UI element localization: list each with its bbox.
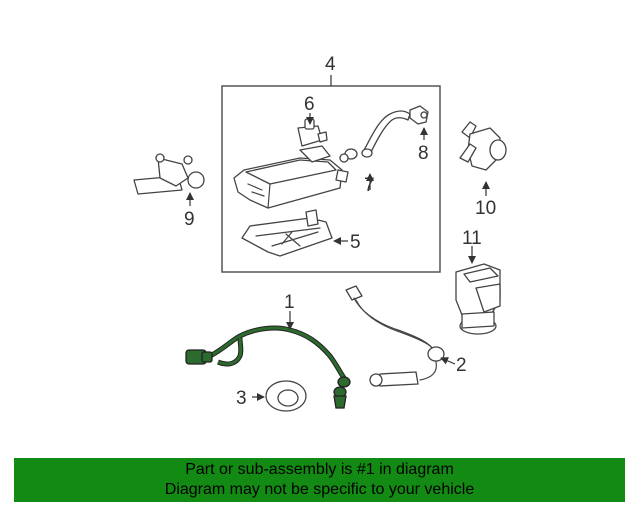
part-10-solenoid[interactable] [459, 121, 507, 171]
callout-2: 2 [456, 355, 467, 376]
callout-10: 10 [475, 198, 496, 219]
part-1-oxygen-sensor[interactable] [185, 325, 351, 409]
banner-line-2: Diagram may not be specific to your vehi… [164, 481, 475, 498]
parts-diagram: 4 6 7 8 5 9 10 11 1 2 3 [133, 54, 507, 412]
part-6-sensor[interactable] [297, 118, 328, 147]
part-8-fitting[interactable] [409, 105, 429, 125]
part-2-sensor[interactable] [345, 285, 445, 387]
part-11-vsv[interactable] [455, 263, 501, 335]
callout-11: 11 [462, 228, 482, 249]
part-4-canister[interactable] [233, 145, 358, 209]
part-5-tray[interactable] [241, 209, 333, 257]
part-3-grommet[interactable] [265, 380, 307, 412]
callout-1: 1 [284, 292, 295, 313]
callout-8: 8 [418, 143, 429, 164]
part-7-hose[interactable] [361, 110, 411, 158]
banner-line-1: Part or sub-assembly is #1 in diagram [185, 461, 454, 478]
callout-9: 9 [184, 209, 195, 230]
callout-6: 6 [304, 94, 315, 115]
info-banner: Part or sub-assembly is #1 in diagram Di… [14, 458, 625, 502]
part-9-valve[interactable] [133, 153, 205, 195]
callout-7: 7 [364, 175, 375, 196]
callout-5: 5 [350, 232, 361, 253]
callout-4: 4 [325, 54, 336, 75]
callout-3: 3 [236, 388, 247, 409]
